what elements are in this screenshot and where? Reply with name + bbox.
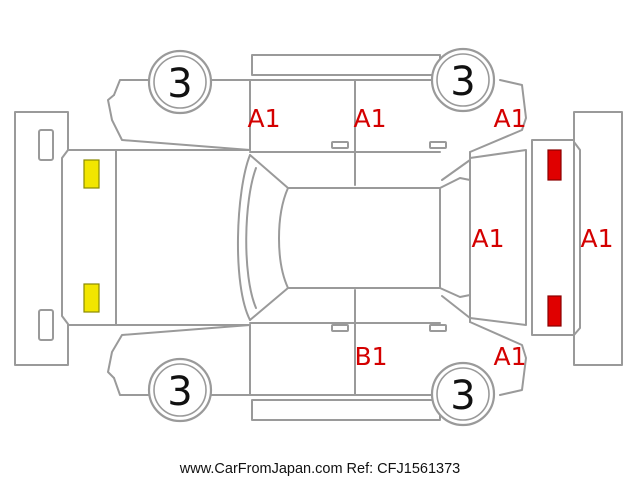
damage-code-left-rear-quarter: A1 [493, 104, 526, 133]
damage-code-rear-hatch: A1 [471, 224, 504, 253]
damage-code-right-rear-quarter: A1 [493, 342, 526, 371]
wheel-condition-front-right: 3 [167, 369, 192, 415]
front-lamp-lower [83, 283, 100, 313]
damage-codes: A1 A1 A1 A1 A1 B1 A1 [247, 104, 613, 371]
roof [237, 154, 471, 321]
rear-hatch [469, 149, 527, 326]
damage-code-left-rear-door: A1 [353, 104, 386, 133]
damage-code-rear-bumper: A1 [580, 224, 613, 253]
wheel-front-right: 3 [147, 357, 213, 423]
wheel-rear-left: 3 [430, 47, 496, 113]
damage-code-left-front-door: A1 [247, 104, 280, 133]
damage-code-right-rear-door: B1 [354, 342, 387, 371]
wheel-rear-right: 3 [430, 361, 496, 427]
rear-bumper [573, 111, 623, 366]
reference-footer: www.CarFromJapan.com Ref: CFJ1561373 [179, 461, 460, 477]
rear-lamps [531, 139, 575, 336]
rear-lamp-lower [547, 295, 562, 327]
wheel-front-left: 3 [147, 49, 213, 115]
wheel-condition-rear-left: 3 [450, 59, 475, 105]
front-bumper [14, 111, 69, 366]
rear-lamp-upper [547, 149, 562, 181]
wheel-condition-rear-right: 3 [450, 373, 475, 419]
wheel-condition-front-left: 3 [167, 61, 192, 107]
hood [67, 149, 251, 326]
front-lamp-upper [83, 159, 100, 189]
